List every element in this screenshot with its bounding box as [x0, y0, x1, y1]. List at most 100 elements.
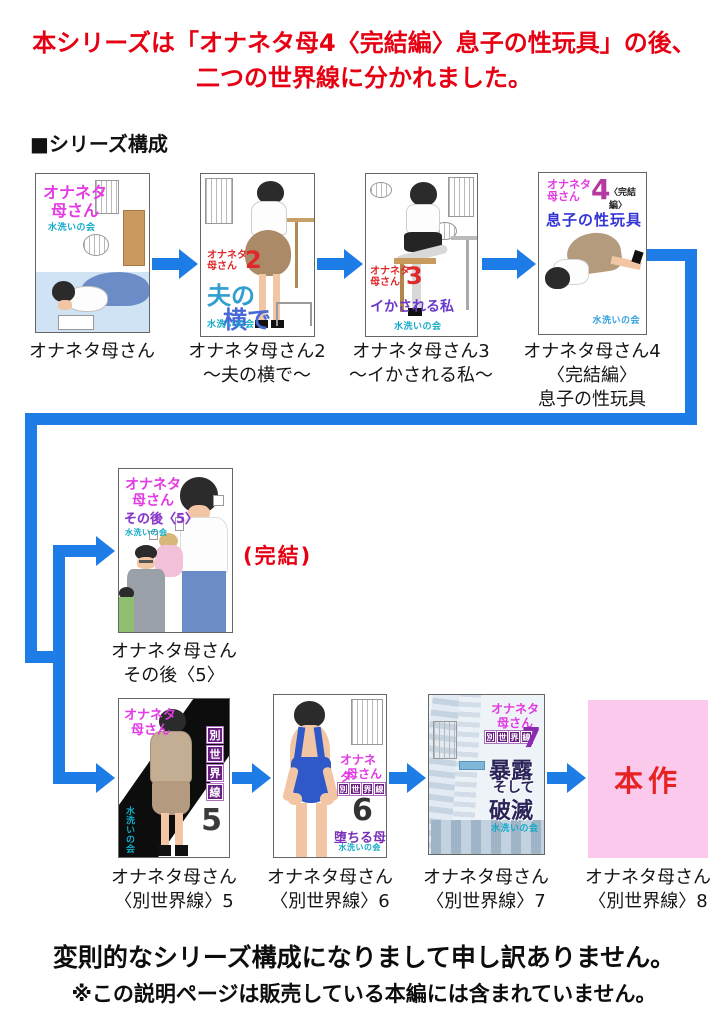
mother-blazer: [150, 731, 192, 783]
arrow-right-icon: [96, 536, 115, 566]
caption-line: 〈別世界線〉5: [114, 891, 234, 912]
arrow-right-icon: [96, 763, 115, 793]
wall-label: [175, 517, 184, 531]
series-line1: オナネタ: [207, 250, 247, 261]
edition-label: 〈完結編〉: [609, 188, 637, 211]
speech-bubble: [448, 177, 474, 217]
cover-onaneta-3: オナネタ 母さん 3 イかされる私 水洗いの会: [365, 173, 478, 337]
circle-badge: 水洗いの会: [207, 320, 255, 330]
volume-number: 3: [406, 262, 423, 290]
cover-title-line1: オナネタ: [125, 477, 181, 493]
subtitle: 堕ちる母: [334, 831, 387, 846]
desk: [262, 218, 314, 222]
stool: [276, 302, 312, 326]
mother-hair: [410, 182, 437, 206]
dresser: [123, 210, 145, 266]
arrow-shaft: [232, 772, 252, 784]
arrow-3-to-4: [482, 249, 536, 279]
honsaku-label: 本作: [613, 764, 682, 798]
mother-leg: [296, 803, 307, 857]
arrow-to-sonogo5: [65, 536, 115, 566]
arrow-5-to-6: [232, 763, 271, 793]
series-line2: 母さん: [370, 277, 400, 288]
sandal: [631, 249, 644, 265]
caption-v3: オナネタ母さん3 〜イかされる私〜: [341, 340, 501, 388]
wall-label: [213, 495, 224, 506]
boy-hair: [119, 587, 134, 599]
arrow-right-icon: [344, 249, 363, 279]
cover-sonogo-5: オナネタ 母さん その後〈5〉 水洗いの会: [118, 468, 233, 633]
kanketsu-note: (完結): [243, 544, 313, 568]
arrow-right-icon: [517, 249, 536, 279]
speech-bubble: [351, 699, 383, 745]
caption-line: オナネタ母さん: [585, 867, 711, 888]
speech-bubble: [95, 180, 119, 214]
page-title: 本シリーズは「オナネタ母4〈完結編〉息子の性玩具」の後、 二つの世界線に分かれま…: [0, 26, 728, 96]
volume-number: 7: [521, 721, 541, 754]
flow-line-right-vertical: [685, 249, 697, 425]
world-char: 別: [206, 726, 224, 744]
arrow-7-to-8: [547, 763, 586, 793]
caption-alt7: オナネタ母さん 〈別世界線〉7: [406, 866, 566, 914]
arrow-1-to-2: [152, 249, 198, 279]
arrow-shaft: [317, 258, 344, 270]
boot: [158, 845, 171, 856]
boy-hair: [52, 281, 75, 302]
series-logo: オナネタ 母さん: [207, 250, 247, 272]
cover-alt-5: オナネタ 母さん 別 世 界 線 5 水洗いの会: [118, 698, 230, 858]
circle-badge: 水洗いの会: [592, 316, 640, 326]
circle-badge: 水洗いの会: [338, 843, 381, 852]
arrow-shaft: [482, 258, 517, 270]
page-title-line1: 本シリーズは「オナネタ母4〈完結編〉息子の性玩具」の後、: [32, 29, 696, 57]
series-line1: オナネタ: [370, 266, 410, 277]
world-char: 線: [206, 783, 224, 801]
caption-line: その後〈5〉: [123, 665, 225, 686]
heel-shoe: [255, 320, 268, 328]
cover-alt-7: オナネタ 母さん 別 世 界 線 7 暴露 そして 破滅 水洗いの会: [428, 694, 545, 855]
circle-badge: 水洗いの会: [394, 322, 442, 332]
speech-bubble: [83, 234, 109, 256]
flow-line-top: [647, 249, 697, 261]
footer-note: ※この説明ページは販売している本編には含まれていません。: [71, 982, 657, 1006]
cover-honsaku-8: 本作: [588, 700, 708, 858]
footer-apology: 変則的なシリーズ構成になりまして申し訳ありません。: [52, 943, 676, 972]
caption-v8: オナネタ母さん 〈別世界線〉8: [568, 866, 728, 914]
section-heading: ■シリーズ構成: [30, 132, 168, 156]
caption-line: 〈別世界線〉7: [426, 891, 546, 912]
series-line2: 母さん: [547, 190, 580, 203]
cover-title-line2: 母さん: [497, 716, 534, 730]
subtitle-line3: 破滅: [489, 799, 534, 824]
world-line-boxes: 別 世 界 線: [206, 726, 224, 803]
caption-line: オナネタ母さん: [267, 867, 393, 888]
mother-hand: [288, 793, 302, 805]
caption-line: 〈別世界線〉8: [588, 891, 708, 912]
arrow-shaft: [65, 772, 96, 784]
subtitle-line2: 横で: [223, 306, 271, 334]
caption-line: オナネタ母さん4: [523, 341, 661, 362]
world-line-boxes: 別 世 界 線: [337, 782, 386, 798]
cover-title-line2: 母さん: [346, 767, 383, 781]
caption-v1: オナネタ母さん: [12, 340, 172, 364]
boy-face: [58, 300, 72, 310]
arrow-2-to-3: [317, 249, 363, 279]
cover-title-line1: オナネタ: [124, 708, 177, 723]
world-char: 別: [484, 730, 497, 744]
chair-seat: [394, 258, 436, 264]
mother-shirt: [251, 201, 287, 235]
world-char: 界: [206, 764, 224, 782]
arrow-right-icon: [252, 763, 271, 793]
circle-badge: 水洗いの会: [491, 824, 539, 834]
mother-leg: [259, 274, 266, 322]
father-hair: [135, 545, 157, 560]
subtitle: 息子の性玩具: [546, 211, 643, 229]
circle-badge: 水洗いの会: [124, 805, 134, 854]
mother-hair: [257, 181, 284, 204]
series-logo: オナネタ 母さん: [370, 266, 410, 288]
world-char: 線: [520, 730, 533, 744]
mother-hair: [159, 709, 186, 733]
signboard: [459, 761, 485, 770]
cover-onaneta-4: オナネタ 母さん 4 〈完結編〉 息子の性玩具 水洗いの会: [538, 172, 647, 335]
world-char: 界: [508, 730, 521, 744]
mother-jeans: [182, 571, 226, 632]
